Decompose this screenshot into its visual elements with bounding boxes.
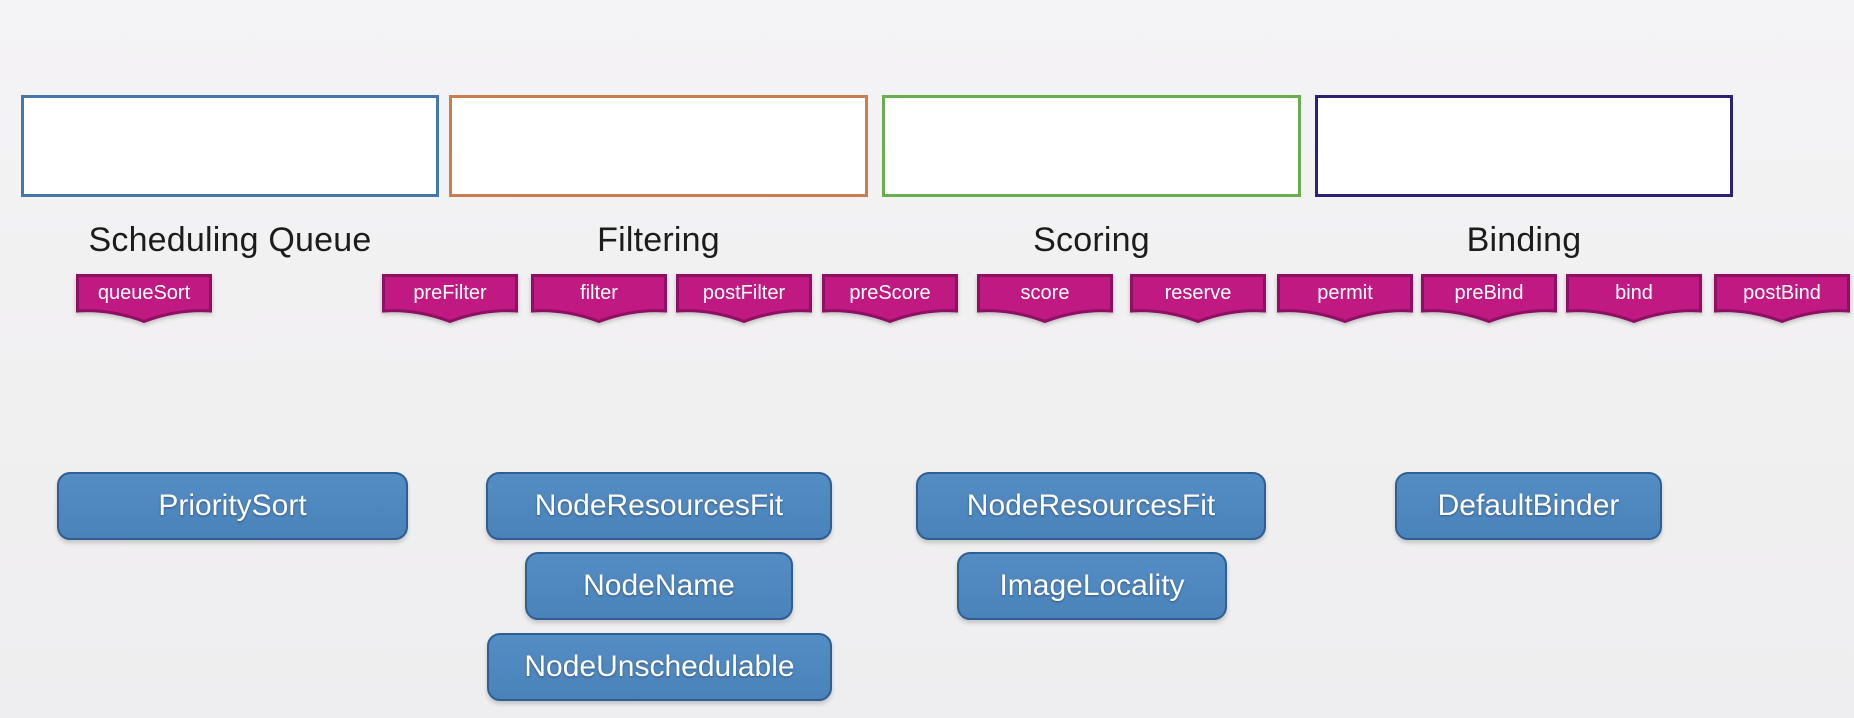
extension-point-label: preFilter <box>413 282 487 304</box>
ribbon-banner-shape <box>676 274 812 324</box>
extension-point-permit: permit <box>1277 274 1413 324</box>
ribbon-banner-shape <box>1421 274 1557 324</box>
stage-label-binding: Binding <box>1466 220 1582 259</box>
extension-point-postbind: postBind <box>1714 274 1850 324</box>
plugin-noderesourcesfit-filter: NodeResourcesFit <box>486 472 832 540</box>
extension-point-label: postBind <box>1743 282 1821 304</box>
ribbon-banner-shape <box>531 274 667 324</box>
ribbon-banner-shape <box>1714 274 1850 324</box>
extension-point-filter: filter <box>531 274 667 324</box>
stage-box-scoring <box>882 95 1301 197</box>
stage-box-binding <box>1315 95 1733 197</box>
plugin-nodeunschedulable: NodeUnschedulable <box>487 633 832 701</box>
plugin-defaultbinder: DefaultBinder <box>1395 472 1662 540</box>
extension-point-reserve: reserve <box>1130 274 1266 324</box>
extension-point-postfilter: postFilter <box>676 274 812 324</box>
stage-box-scheduling-queue <box>21 95 439 197</box>
ribbon-banner-shape <box>382 274 518 324</box>
extension-point-label: postFilter <box>702 282 786 304</box>
ribbon-banner-shape <box>76 274 212 324</box>
extension-point-prefilter: preFilter <box>382 274 518 324</box>
stage-label-scheduling-queue: Scheduling Queue <box>88 220 372 259</box>
plugin-nodename: NodeName <box>525 552 793 620</box>
plugin-imagelocality: ImageLocality <box>957 552 1227 620</box>
extension-point-label: permit <box>1317 282 1373 304</box>
extension-point-bind: bind <box>1566 274 1702 324</box>
extension-point-label: queueSort <box>97 282 191 304</box>
extension-point-prescore: preScore <box>822 274 958 324</box>
ribbon-banner-shape <box>977 274 1113 324</box>
ribbon-banner-shape <box>1130 274 1266 324</box>
extension-point-label: score <box>1020 282 1070 304</box>
plugin-prioritysort: PrioritySort <box>57 472 408 540</box>
extension-point-label: reserve <box>1164 282 1232 304</box>
extension-point-label: filter <box>580 282 618 304</box>
extension-point-score: score <box>977 274 1113 324</box>
ribbon-banner-shape <box>1566 274 1702 324</box>
extension-point-queuesort: queueSort <box>76 274 212 324</box>
stage-label-scoring: Scoring <box>1033 220 1150 259</box>
extension-point-label: preBind <box>1454 282 1524 304</box>
extension-point-label: bind <box>1615 282 1653 304</box>
ribbon-banner-shape <box>1277 274 1413 324</box>
extension-point-label: preScore <box>849 282 931 304</box>
stage-box-filtering <box>449 95 868 197</box>
extension-point-prebind: preBind <box>1421 274 1557 324</box>
ribbon-banner-shape <box>822 274 958 324</box>
plugin-noderesourcesfit-score: NodeResourcesFit <box>916 472 1266 540</box>
stage-label-filtering: Filtering <box>597 220 720 259</box>
